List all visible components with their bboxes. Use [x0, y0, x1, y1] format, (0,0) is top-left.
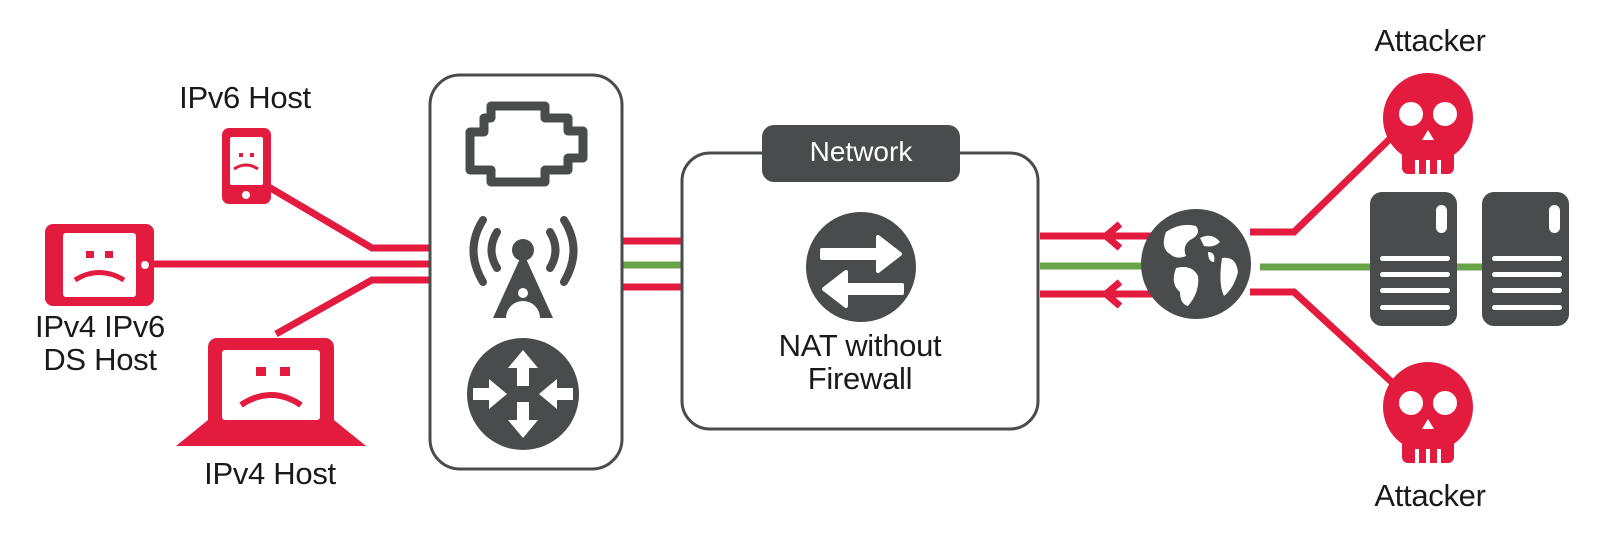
- nat-swap-arrows-icon: [806, 212, 916, 322]
- ipv6-host-label: IPv6 Host: [179, 80, 311, 115]
- server-icon: [1370, 192, 1457, 326]
- globe-icon: [1141, 209, 1251, 319]
- network-tab: [762, 125, 960, 182]
- router-icon: [467, 338, 579, 450]
- cloud-icon: [465, 101, 588, 187]
- skull-icon: [1383, 73, 1473, 176]
- inbound-arrow-icon: [1100, 279, 1123, 309]
- attacker-top-label: Attacker: [1374, 23, 1486, 58]
- attacker-bottom-label: Attacker: [1374, 478, 1486, 513]
- network-tab-label: Network: [809, 136, 913, 167]
- link-ipv6-host: [260, 179, 432, 252]
- ds-host-label: IPv4 IPv6 DS Host: [10, 309, 190, 377]
- nat-caption: NAT without Firewall: [710, 328, 1010, 396]
- host-links: [152, 179, 432, 338]
- skull-icon: [1383, 362, 1473, 465]
- ds-host-label-line2: DS Host: [43, 341, 157, 377]
- server-icon: [1482, 192, 1569, 326]
- wireless-tower-icon: [469, 216, 578, 318]
- inbound-arrow-icon: [1100, 221, 1123, 251]
- nat-caption-line2: Firewall: [807, 360, 913, 396]
- link-ipv4-host: [274, 276, 432, 338]
- link-attacker-top: [1250, 130, 1399, 236]
- smartphone-sad-icon[interactable]: [222, 128, 271, 204]
- nat-caption-line1: NAT without: [778, 328, 942, 363]
- laptop-sad-icon[interactable]: [176, 338, 366, 446]
- tablet-sad-icon[interactable]: [45, 224, 154, 306]
- gateway-network-links: [622, 237, 684, 291]
- ipv4-host-label: IPv4 Host: [204, 456, 336, 491]
- ds-host-label-line1: IPv4 IPv6: [35, 309, 165, 344]
- link-attacker-bottom: [1250, 288, 1399, 389]
